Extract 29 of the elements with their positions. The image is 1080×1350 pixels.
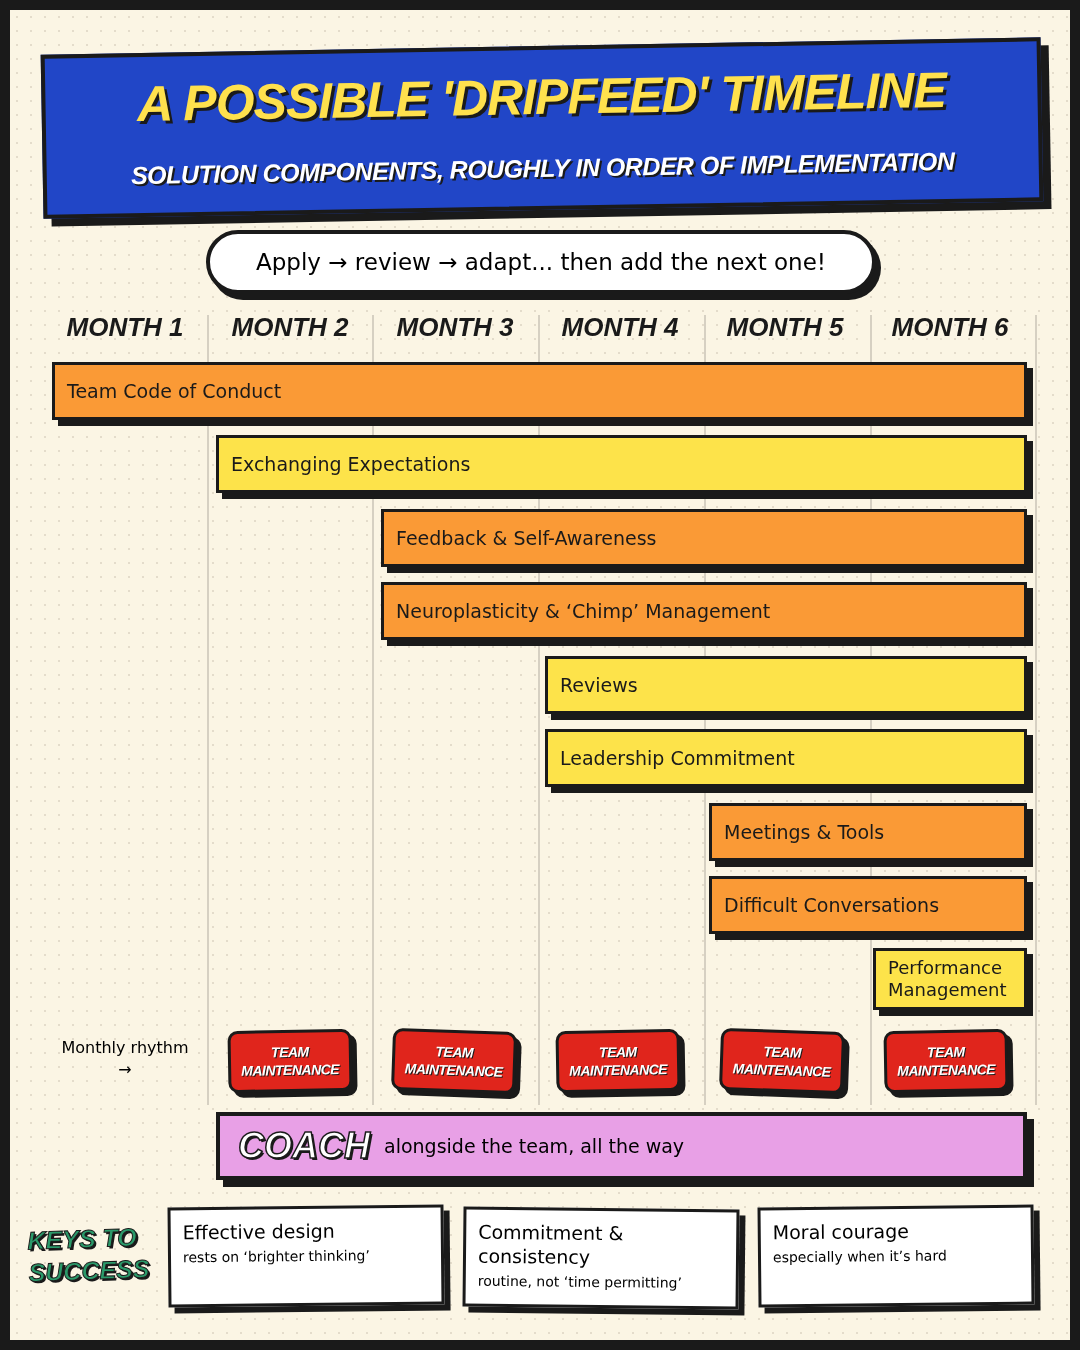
bar-label: Reviews [560, 673, 638, 697]
bar-label: Exchanging Expectations [231, 452, 471, 476]
month-heading: MONTH 2 [230, 312, 350, 343]
month-heading: MONTH 6 [890, 312, 1010, 343]
rhythm-note: Monthly rhythm [60, 1038, 190, 1057]
month-heading: MONTH 1 [65, 312, 185, 343]
coach-text: alongside the team, all the way [384, 1135, 685, 1157]
motto-text: Apply → review → adapt... then add the next one! [256, 249, 826, 275]
month-heading: MONTH 3 [395, 312, 515, 343]
key-note: rests on ‘brighter thinking’ [182, 1246, 371, 1267]
month-heading: MONTH 5 [725, 312, 845, 343]
bar-label: Difficult Conversations [724, 893, 940, 917]
key-note: especially when it’s hard [772, 1246, 948, 1267]
key-heading: Moral courage [772, 1218, 910, 1245]
month-heading: MONTH 4 [560, 312, 680, 343]
key-note: routine, not ‘time permitting’ [477, 1271, 683, 1293]
coach-heading: COACH [238, 1125, 370, 1167]
key-heading: Commitment & consistency [477, 1219, 625, 1270]
bar-label: Team Code of Conduct [67, 379, 282, 403]
subtitle: SOLUTION COMPONENTS, ROUGHLY IN ORDER OF IMPLEMENTATION [129, 145, 956, 192]
bar-label: Neuroplasticity & ‘Chimp’ Management [396, 599, 771, 623]
bar-label: Meetings & Tools [724, 820, 885, 844]
keys-heading: KEYS TO SUCCESS [26, 1221, 151, 1289]
direction-arrow: → [117, 1060, 133, 1079]
key-heading: Effective design [182, 1218, 336, 1245]
bar-label: Performance Management [888, 957, 1008, 1001]
bar-label: Feedback & Self-Awareness [396, 526, 657, 550]
title: A POSSIBLE 'DRIPFEED' TIMELINE [135, 60, 949, 135]
bar-label: Leadership Commitment [560, 746, 795, 770]
